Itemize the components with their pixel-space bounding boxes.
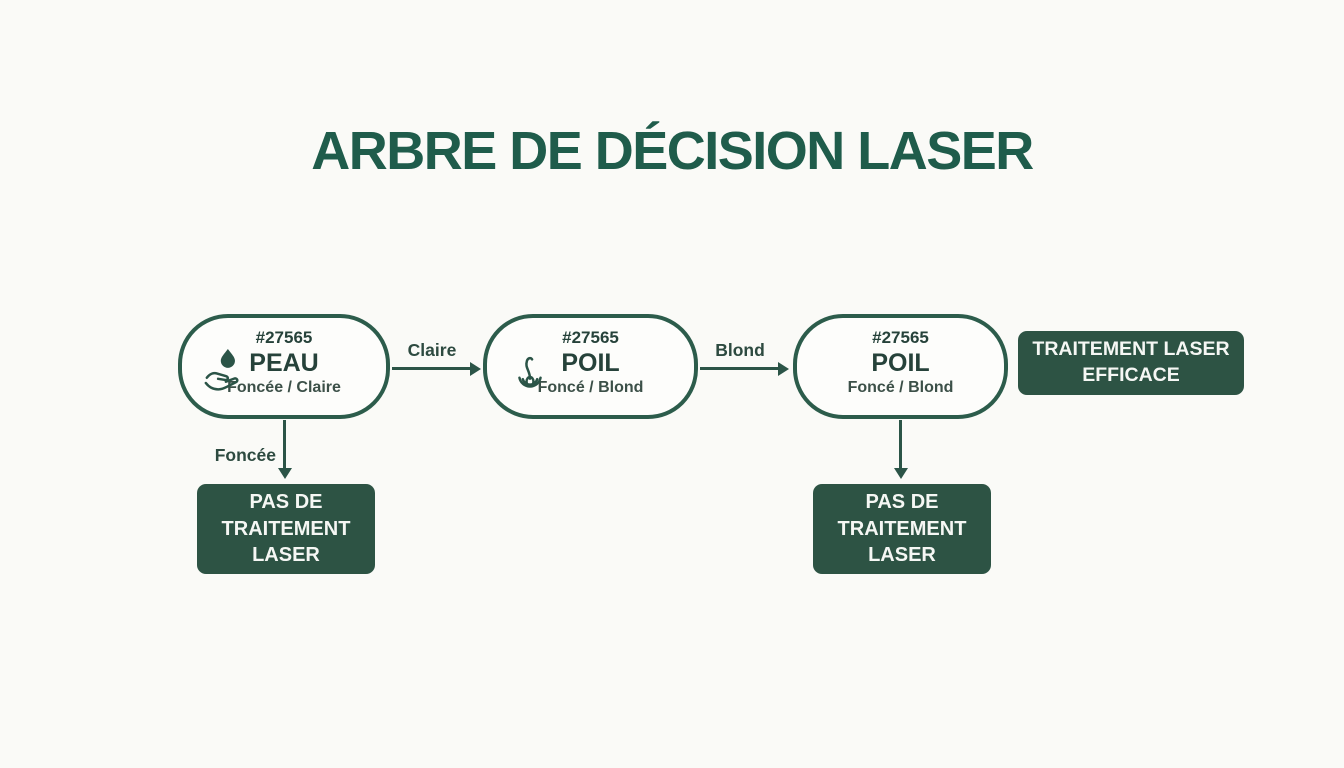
arrow-right-icon: [700, 361, 789, 376]
hair-follicle-icon: [507, 346, 553, 398]
outcome-no-treatment-right: PAS DE TRAITEMENT LASER: [813, 484, 991, 574]
outcome-treatment-effective: TRAITEMENT LASER EFFICACE: [1018, 331, 1244, 395]
page-title: ARBRE DE DÉCISION LASER: [311, 121, 1034, 181]
node-label: POIL: [561, 349, 620, 377]
node-code: #27565: [255, 328, 313, 347]
outcome-no-treatment-left: PAS DE TRAITEMENT LASER: [197, 484, 375, 574]
node-label: POIL: [871, 349, 930, 377]
edge-label-claire: Claire: [407, 340, 457, 360]
arrow-down-icon: [893, 420, 908, 479]
node-code: #27565: [562, 328, 619, 347]
node-label: PEAU: [249, 349, 319, 377]
edge-label-foncee: Foncée: [214, 445, 276, 465]
node-code: #27565: [872, 328, 929, 347]
arrow-right-icon: [392, 361, 481, 376]
decision-node-poil-1: #27565 POIL Foncé / Blond: [483, 314, 698, 419]
node-options: Foncé / Blond: [537, 378, 644, 396]
arrow-down-icon: [277, 420, 292, 479]
edge-label-blond: Blond: [715, 340, 765, 360]
node-options: Foncée / Claire: [227, 378, 341, 396]
decision-node-peau: #27565 PEAU Foncée / Claire: [178, 314, 390, 419]
decision-node-poil-2: #27565 POIL Foncé / Blond: [793, 314, 1008, 419]
hand-droplet-icon: [202, 346, 248, 398]
node-options: Foncé / Blond: [847, 378, 954, 396]
